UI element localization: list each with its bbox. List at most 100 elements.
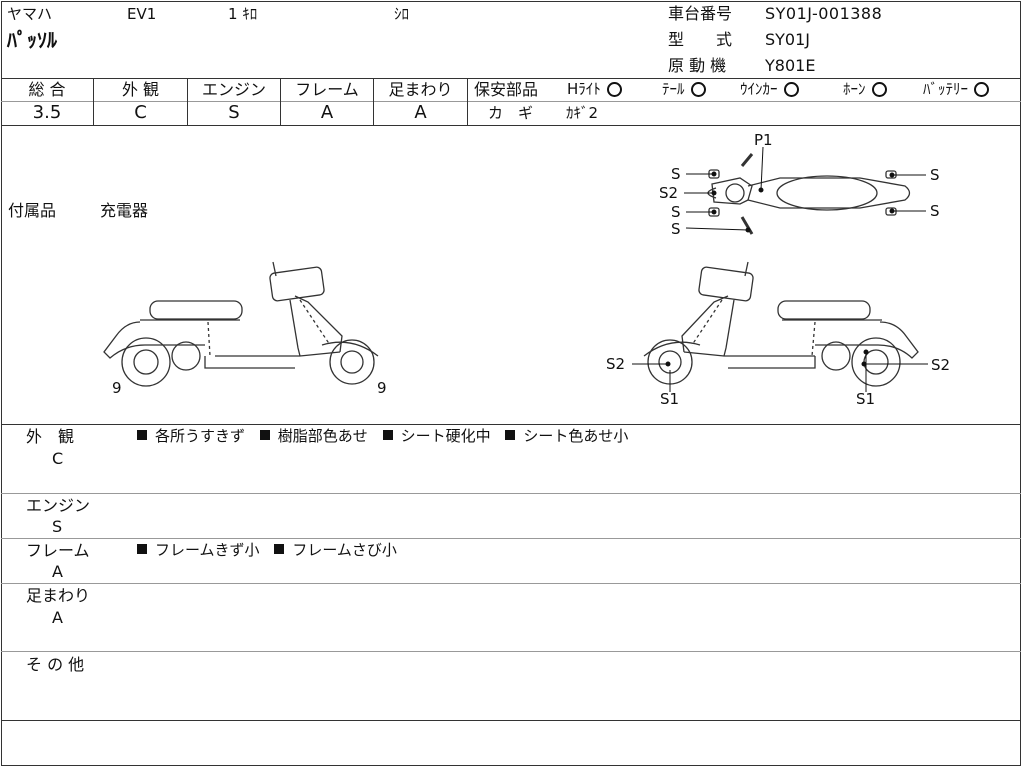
ok-circle-icon <box>871 82 887 97</box>
grade-mid-line <box>1 101 468 102</box>
defect-item: フレームきず小 <box>137 541 260 559</box>
safety-item-label: ﾎｰﾝ <box>843 80 866 98</box>
safety-battery: ﾊﾞｯﾃﾘｰ <box>923 80 990 98</box>
grade-value-suspension: A <box>414 102 427 123</box>
chassis-label: 車台番号 <box>668 4 733 23</box>
defect-text: 各所うすきず <box>155 427 246 445</box>
grade-value-exterior: C <box>134 102 147 123</box>
key-value: ｶｷﾞ2 <box>566 104 599 122</box>
bullet-icon <box>137 543 147 554</box>
note-label-exterior: 外 観 <box>26 427 75 446</box>
notes-divider <box>1 651 1021 652</box>
safety-tail: ﾃｰﾙ <box>662 82 706 97</box>
defect-text: シート硬化中 <box>400 427 491 445</box>
grade-value-frame: A <box>320 102 334 123</box>
vehicle-name: ﾊﾟｯｿﾙ <box>7 28 57 52</box>
note-items-frame: フレームきず小 フレームさび小 <box>137 543 407 558</box>
mark-s: S <box>930 202 940 220</box>
bullet-icon <box>505 429 516 440</box>
grade-value-overall: 3.5 <box>32 102 62 123</box>
ok-circle-icon <box>606 82 622 97</box>
defect-item: フレームさび小 <box>274 541 397 559</box>
ok-circle-icon <box>690 82 706 97</box>
grade-bottom-line <box>1 125 1021 126</box>
safety-headlight: Hﾗｲﾄ <box>567 82 622 97</box>
ok-circle-icon <box>783 82 799 97</box>
scooter-top-view <box>707 153 911 235</box>
accessories-label: 付属品 <box>8 201 57 220</box>
defect-item: 樹脂部色あせ <box>259 427 368 445</box>
accessories-value: 充電器 <box>100 201 149 220</box>
note-label-other: そ の 他 <box>26 655 85 674</box>
maker: ヤマハ <box>7 5 53 23</box>
safety-item-label: Hﾗｲﾄ <box>567 80 601 98</box>
notes-divider <box>1 538 1021 539</box>
model-code: EV1 <box>127 5 157 23</box>
ok-circle-icon <box>974 82 990 97</box>
defect-item: シート硬化中 <box>382 427 491 445</box>
grade-label-engine: エンジン <box>201 80 266 99</box>
grade-label-suspension: 足まわり <box>388 80 453 99</box>
defect-item: 各所うすきず <box>137 427 245 445</box>
defect-text: フレームさび小 <box>292 541 397 559</box>
grade-value-engine: S <box>228 102 240 123</box>
notes-divider <box>1 583 1021 584</box>
bullet-icon <box>274 543 285 554</box>
note-label-suspension: 足まわり <box>26 586 91 605</box>
mark-9: 9 <box>377 379 387 397</box>
note-items-exterior: 各所うすきず 樹脂部色あせ シート硬化中 シート色あせ小 <box>137 429 638 444</box>
safety-item-label: ﾃｰﾙ <box>662 80 685 98</box>
distance: 1 ｷﾛ <box>228 5 258 23</box>
defect-text: シート色あせ小 <box>523 427 629 445</box>
safety-label: 保安部品 <box>474 80 539 99</box>
note-grade-exterior: C <box>52 449 64 468</box>
grade-divider <box>187 78 188 125</box>
scooter-left-side-view <box>103 261 379 387</box>
mark-s: S <box>671 220 681 238</box>
mark-s1: S1 <box>856 390 875 408</box>
type-value: SY01J <box>765 30 811 49</box>
scooter-diagram: P1 S S2 S S S S 9 9 S2 S1 S2 S1 <box>103 131 950 408</box>
safety-item-label: ﾊﾞｯﾃﾘｰ <box>923 80 969 98</box>
mark-s2: S2 <box>931 356 950 374</box>
mark-s1: S1 <box>660 390 679 408</box>
note-grade-suspension: A <box>52 608 63 627</box>
defect-item: シート色あせ小 <box>505 427 628 445</box>
mark-s: S <box>930 166 940 184</box>
mark-9: 9 <box>112 379 122 397</box>
color: ｼﾛ <box>394 5 410 23</box>
mark-s: S <box>671 203 681 221</box>
engine-model-label: 原 動 機 <box>668 56 727 75</box>
grade-divider <box>373 78 374 125</box>
engine-model-value: Y801E <box>765 56 816 75</box>
safety-winker: ｳｲﾝｶｰ <box>740 82 799 97</box>
mark-p1: P1 <box>754 131 773 149</box>
note-label-frame: フレーム <box>26 541 90 560</box>
notes-bottom-line <box>1 720 1021 721</box>
grade-divider <box>93 78 94 125</box>
scooter-right-side-view <box>643 261 919 387</box>
note-grade-frame: A <box>52 562 63 581</box>
grade-divider <box>467 78 468 125</box>
key-label: カ ギ <box>488 104 534 122</box>
notes-divider <box>1 493 1021 494</box>
chassis-number: SY01J-001388 <box>765 4 883 23</box>
mark-s: S <box>671 165 681 183</box>
note-label-engine: エンジン <box>26 496 91 515</box>
safety-horn: ﾎｰﾝ <box>843 82 887 97</box>
grade-divider <box>280 78 281 125</box>
grade-label-exterior: 外 観 <box>121 80 160 99</box>
note-grade-engine: S <box>52 517 63 536</box>
bullet-icon <box>259 429 270 440</box>
grade-top-line <box>1 78 1021 79</box>
bullet-icon <box>382 429 393 440</box>
bullet-icon <box>137 429 147 440</box>
safety-item-label: ｳｲﾝｶｰ <box>740 80 778 98</box>
notes-top-line <box>1 424 1021 425</box>
safety-mid-line <box>468 101 1021 102</box>
defect-text: 樹脂部色あせ <box>277 427 368 445</box>
mark-s2: S2 <box>606 355 625 373</box>
mark-s2: S2 <box>659 184 678 202</box>
grade-label-overall: 総 合 <box>28 80 66 99</box>
